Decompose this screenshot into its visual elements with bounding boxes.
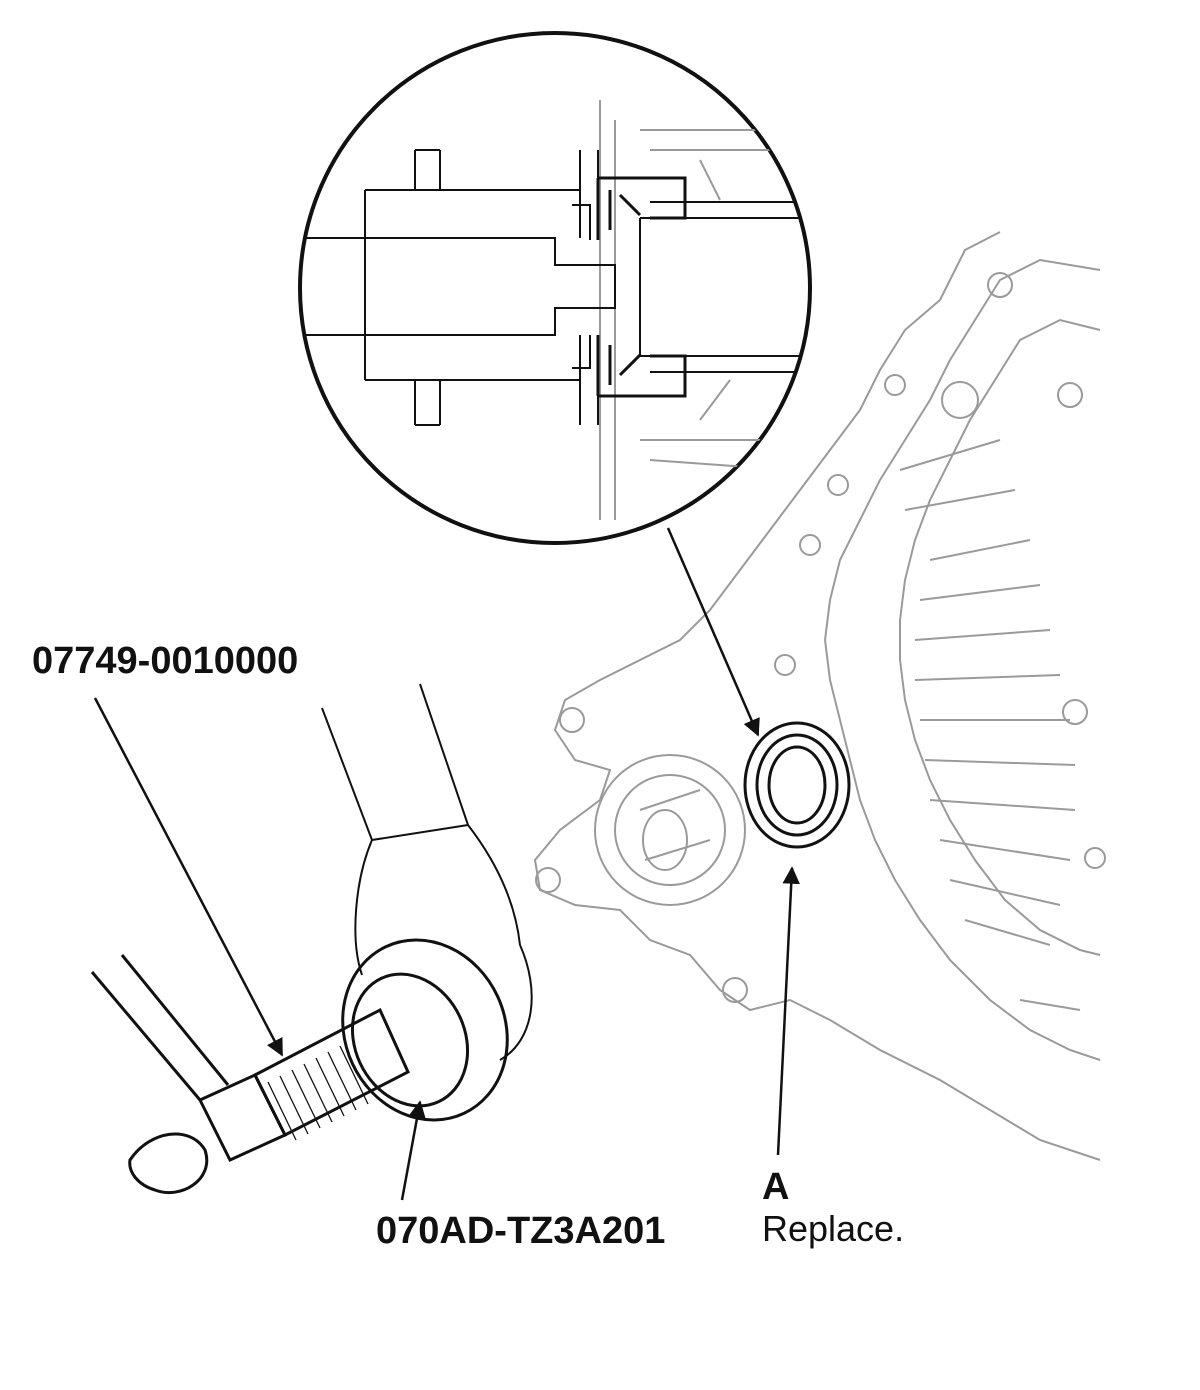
- handle-knurling: [267, 1045, 369, 1141]
- handle-leader-arrow: [93, 697, 284, 1057]
- part-note-label: Replace.: [762, 1208, 905, 1249]
- driver-leader-arrow: [400, 1100, 426, 1201]
- arm-and-hand: [321, 683, 533, 1061]
- tool-driver-label: 070AD-TZ3A201: [376, 1210, 666, 1252]
- detail-seal-section: [596, 176, 687, 398]
- seal-leader-arrow: [776, 866, 800, 1156]
- detail-magnifier: [298, 31, 812, 545]
- tool-handle-label: 07749-0010000: [32, 640, 299, 682]
- detail-shaft: [639, 201, 810, 373]
- transmission-housing: [533, 231, 1106, 1161]
- driver-handle: [90, 954, 410, 1195]
- magnifier-arrow: [666, 527, 760, 737]
- installer-driver: [341, 938, 509, 1122]
- part-letter-label: A: [762, 1166, 790, 1208]
- leader-lines: [93, 527, 800, 1201]
- detail-housing: [599, 100, 800, 520]
- oil-seal-a: [743, 721, 851, 849]
- detail-driver-section: [300, 149, 616, 426]
